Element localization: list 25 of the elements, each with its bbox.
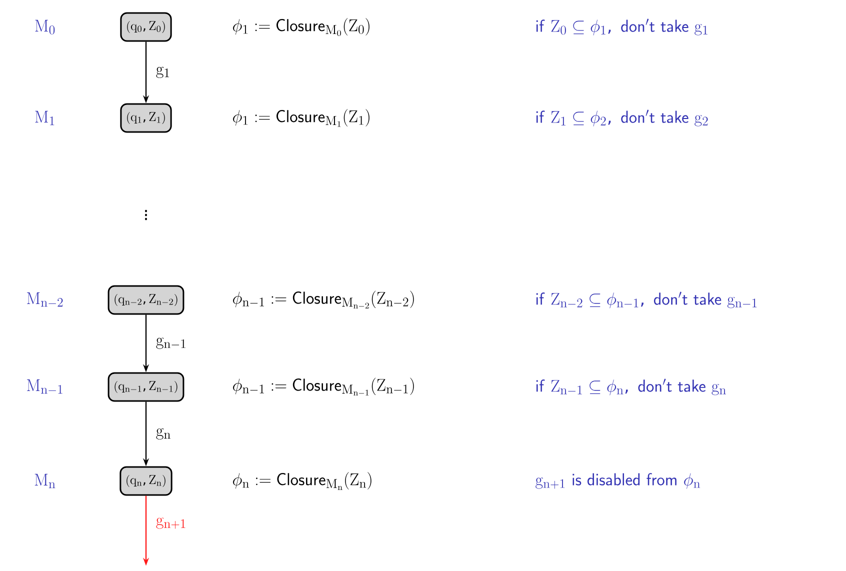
note-text: $\mathsf{if}\ Z_1 \subseteq \phi_2\mathsf{,\ don't\ take}\ g_2$ <box>536 110 708 126</box>
state-box: $(q_{n-1}, Z_{n-1})$ <box>108 372 184 402</box>
definition-text: $\phi_{n-1} := \mathsf{Closure}_{M_{n-2}}(Z_{n-2})$ <box>233 290 414 308</box>
state-box: $(q_n, Z_n)$ <box>120 466 172 496</box>
ellipsis: $\vdots$ <box>145 210 147 220</box>
definition-text: $\phi_{n-1} := \mathsf{Closure}_{M_{n-1}}(Z_{n-1})$ <box>233 378 414 396</box>
model-label: $M_{n-1}$ <box>27 379 62 394</box>
edge-label: $g_1$ <box>156 66 169 78</box>
state-box: $(q_0, Z_0)$ <box>120 12 172 42</box>
edge-label: $g_{n-1}$ <box>156 338 186 349</box>
definition-text: $\phi_1 := \mathsf{Closure}_{M_0}(Z_0)$ <box>233 18 370 36</box>
edge-label: $g_n$ <box>156 428 170 440</box>
model-label: $M_0$ <box>35 20 55 34</box>
definition-text: $\phi_1 := \mathsf{Closure}_{M_1}(Z_1)$ <box>233 109 370 127</box>
note-text: $\mathsf{if}\ Z_0 \subseteq \phi_1\mathsf{,\ don't\ take}\ g_1$ <box>536 18 708 36</box>
definition-text: $\phi_n := \mathsf{Closure}_{M_n}(Z_n)$ <box>233 472 372 490</box>
state-box: $(q_{n-2}, Z_{n-2})$ <box>108 285 184 315</box>
note-text: $\mathsf{if}\ Z_{n-2} \subseteq \phi_{n-1}\mathsf{,\ don't\ take}\ g_{n-1}$ <box>536 292 757 308</box>
model-label: $M_n$ <box>34 474 56 488</box>
note-text: $\mathsf{if}\ Z_{n-1} \subseteq \phi_n\mathsf{,\ don't\ take}\ g_n$ <box>536 378 726 396</box>
note-text: $g_{n+1}\ \mathsf{is\ disabled\ from}\ \phi_n$ <box>536 473 700 489</box>
model-label: $M_1$ <box>35 110 54 126</box>
model-label: $M_{n-2}$ <box>27 292 63 307</box>
state-box: $(q_1, Z_1)$ <box>120 103 172 133</box>
edge-label: $g_{n+1}$ <box>156 518 186 529</box>
